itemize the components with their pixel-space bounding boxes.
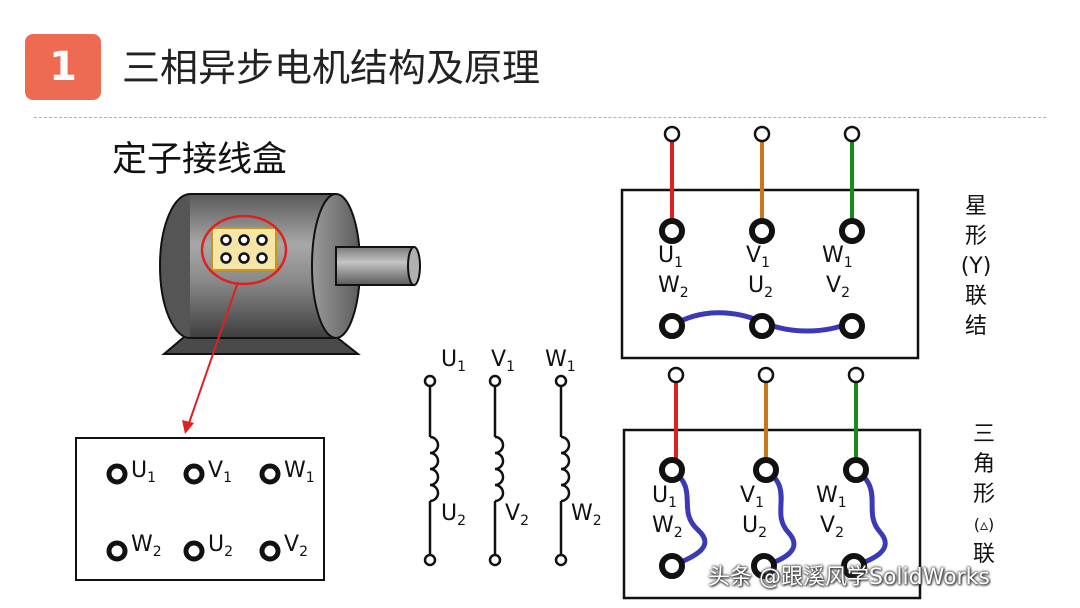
delta-label: W2: [652, 513, 683, 541]
terminal-w1: [259, 463, 281, 485]
winding-label: U1: [441, 347, 466, 375]
star-connection-diagram: U1 V1 W1 W2 U2 V2: [620, 125, 920, 360]
terminal-label: U2: [208, 532, 233, 560]
terminal-w2: [106, 540, 128, 562]
coil-u: [429, 435, 440, 503]
delta-bridge-wire-1: [670, 467, 708, 569]
highlight-circle: [200, 214, 288, 286]
star-label: W1: [822, 243, 853, 271]
delta-label: V2: [820, 513, 844, 541]
terminal-label: W2: [131, 532, 162, 560]
coil-v: [494, 435, 505, 503]
terminal-label: U1: [131, 458, 156, 486]
star-label: U1: [658, 243, 683, 271]
star-label: V2: [826, 273, 850, 301]
section-number-badge: 1: [25, 34, 101, 100]
windings-schematic: U1 V1 W1 U2 V2 W2: [423, 347, 602, 567]
page-title: 三相异步电机结构及原理: [122, 46, 541, 90]
coil-w: [560, 435, 571, 503]
terminal-label: V1: [208, 458, 232, 486]
delta-bridge-wire-2: [763, 467, 797, 569]
header-divider: [34, 117, 1046, 118]
terminal-u1: [106, 463, 128, 485]
delta-label: W1: [816, 483, 847, 511]
motor-shaft: [335, 246, 415, 286]
terminal-u2: [183, 540, 205, 562]
junction-box-terminals: [220, 234, 268, 264]
star-label: V1: [746, 243, 770, 271]
terminal-label: W1: [284, 458, 315, 486]
terminal-box-detail: U1 V1 W1 W2 U2 V2: [75, 437, 325, 581]
winding-label: U2: [441, 501, 466, 529]
delta-label: U1: [652, 483, 677, 511]
watermark: 头条 @跟溪风学SolidWorks: [708, 565, 990, 590]
star-connection-label: 星 形 (Y) 联 结: [960, 194, 992, 339]
terminal-label: V2: [284, 532, 308, 560]
delta-label: V1: [740, 483, 764, 511]
delta-connection-label: 三 角 形 (▵) 联: [972, 422, 995, 567]
delta-bridge-wire-3: [853, 467, 888, 569]
delta-connection-diagram: U1 V1 W1 W2 U2 V2: [622, 366, 922, 600]
winding-label: V1: [491, 347, 515, 375]
star-label: W2: [658, 273, 689, 301]
winding-label: V2: [505, 501, 529, 529]
winding-label: W1: [545, 347, 576, 375]
star-label: U2: [748, 273, 773, 301]
section-subtitle: 定子接线盒: [112, 140, 288, 180]
terminal-v2: [259, 540, 281, 562]
callout-arrow: [187, 281, 239, 427]
terminal-v1: [183, 463, 205, 485]
motor-illustration: [159, 193, 421, 434]
winding-label: W2: [571, 501, 602, 529]
delta-label: U2: [742, 513, 767, 541]
